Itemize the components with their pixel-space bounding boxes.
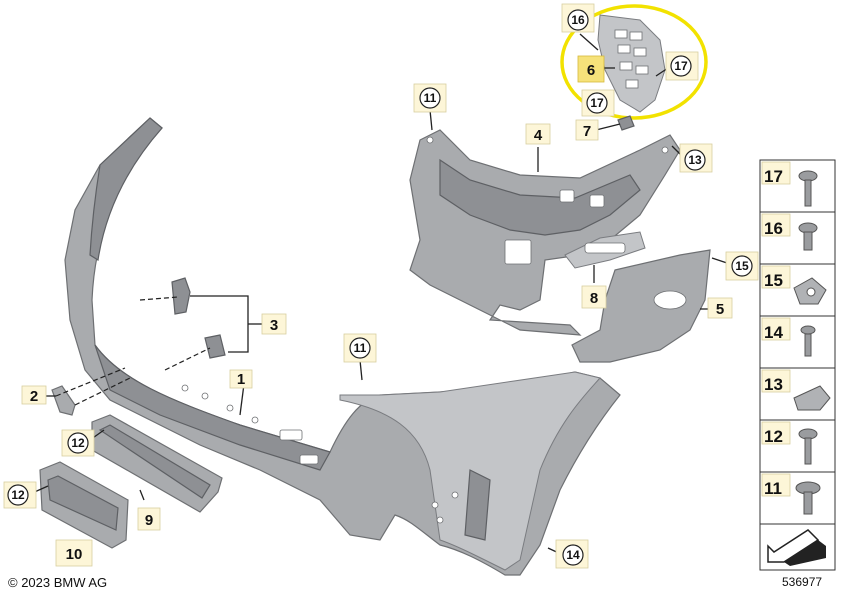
screw-17-icon bbox=[798, 170, 818, 207]
svg-text:4: 4 bbox=[534, 127, 543, 144]
svg-text:12: 12 bbox=[11, 488, 25, 502]
expanding-nut-11-icon bbox=[795, 481, 821, 515]
legend-item-14[interactable]: 14 bbox=[759, 315, 836, 369]
svg-text:14: 14 bbox=[566, 548, 580, 562]
svg-text:2: 2 bbox=[30, 388, 38, 405]
bumper-carrier[interactable] bbox=[409, 129, 681, 336]
svg-text:16: 16 bbox=[764, 219, 783, 238]
svg-text:15: 15 bbox=[735, 259, 749, 273]
callout-15[interactable]: 15 bbox=[725, 251, 759, 281]
callout-14[interactable]: 14 bbox=[555, 539, 589, 569]
svg-text:17: 17 bbox=[674, 59, 688, 73]
callout-5[interactable]: 5 bbox=[707, 297, 733, 319]
callout-6[interactable]: 6 bbox=[577, 55, 605, 83]
legend-arrow-cell bbox=[759, 523, 836, 571]
rivet-14-icon bbox=[800, 325, 816, 357]
callout-17-lower[interactable]: 17 bbox=[581, 89, 615, 117]
svg-text:16: 16 bbox=[571, 13, 585, 27]
callout-12-upper[interactable]: 12 bbox=[61, 429, 95, 457]
spring-nut-13-icon bbox=[793, 385, 831, 411]
legend-item-15[interactable]: 15 bbox=[759, 263, 836, 317]
part-2-cover[interactable] bbox=[51, 385, 76, 416]
legend-item-13[interactable]: 13 bbox=[759, 367, 836, 421]
svg-text:11: 11 bbox=[354, 341, 367, 355]
legend-item-12[interactable]: 12 bbox=[759, 419, 836, 473]
diagram-number: 536977 bbox=[782, 575, 823, 589]
svg-text:11: 11 bbox=[424, 91, 437, 105]
highlight-ring bbox=[560, 4, 708, 120]
svg-text:7: 7 bbox=[583, 123, 591, 140]
callout-16[interactable]: 16 bbox=[561, 3, 595, 33]
svg-text:10: 10 bbox=[66, 546, 83, 563]
screw-12-icon bbox=[798, 428, 818, 465]
callout-7[interactable]: 7 bbox=[575, 119, 599, 141]
svg-text:9: 9 bbox=[145, 512, 153, 529]
bumper-cover[interactable] bbox=[64, 117, 621, 576]
legend-item-11[interactable]: 11 bbox=[759, 471, 836, 525]
callout-10[interactable]: 10 bbox=[55, 539, 93, 567]
callout-4[interactable]: 4 bbox=[525, 123, 551, 145]
callout-8[interactable]: 8 bbox=[581, 285, 607, 309]
callout-9[interactable]: 9 bbox=[137, 507, 161, 531]
svg-text:17: 17 bbox=[590, 96, 604, 110]
clip-nut-15-icon bbox=[793, 277, 827, 305]
part-8-bracket[interactable] bbox=[564, 231, 646, 269]
svg-text:15: 15 bbox=[764, 271, 783, 290]
svg-text:8: 8 bbox=[590, 290, 598, 307]
callout-3[interactable]: 3 bbox=[261, 313, 287, 335]
svg-text:14: 14 bbox=[764, 323, 783, 342]
callout-12-lower[interactable]: 12 bbox=[3, 481, 37, 509]
part-7-clip[interactable] bbox=[617, 115, 635, 131]
svg-text:1: 1 bbox=[237, 371, 245, 388]
svg-text:13: 13 bbox=[688, 153, 702, 167]
callout-11-lower[interactable]: 11 bbox=[343, 333, 377, 363]
part-5-side-bracket[interactable] bbox=[571, 249, 711, 363]
svg-text:3: 3 bbox=[270, 317, 278, 334]
callout-17-upper[interactable]: 17 bbox=[665, 51, 699, 81]
svg-text:12: 12 bbox=[764, 427, 783, 446]
callout-1[interactable]: 1 bbox=[229, 369, 253, 389]
part-10-plate[interactable] bbox=[39, 461, 129, 549]
svg-text:13: 13 bbox=[764, 375, 783, 394]
svg-text:17: 17 bbox=[764, 167, 783, 186]
screw-16-icon bbox=[798, 222, 818, 251]
copyright-text: © 2023 BMW AG bbox=[8, 575, 108, 590]
legend-item-17[interactable]: 17 bbox=[759, 159, 836, 213]
part-6-grille-bracket[interactable] bbox=[597, 14, 666, 113]
fastener-legend: 17 16 15 bbox=[759, 159, 836, 571]
callout-11-upper[interactable]: 11 bbox=[413, 83, 447, 113]
legend-item-16[interactable]: 16 bbox=[759, 211, 836, 265]
part-3-clip-upper[interactable] bbox=[171, 277, 191, 315]
svg-text:12: 12 bbox=[71, 436, 85, 450]
svg-text:11: 11 bbox=[764, 479, 782, 498]
svg-text:6: 6 bbox=[587, 62, 595, 79]
svg-text:5: 5 bbox=[716, 301, 724, 318]
part-3-clip-lower[interactable] bbox=[204, 334, 226, 359]
callout-13[interactable]: 13 bbox=[679, 143, 713, 173]
callout-2[interactable]: 2 bbox=[21, 385, 47, 405]
